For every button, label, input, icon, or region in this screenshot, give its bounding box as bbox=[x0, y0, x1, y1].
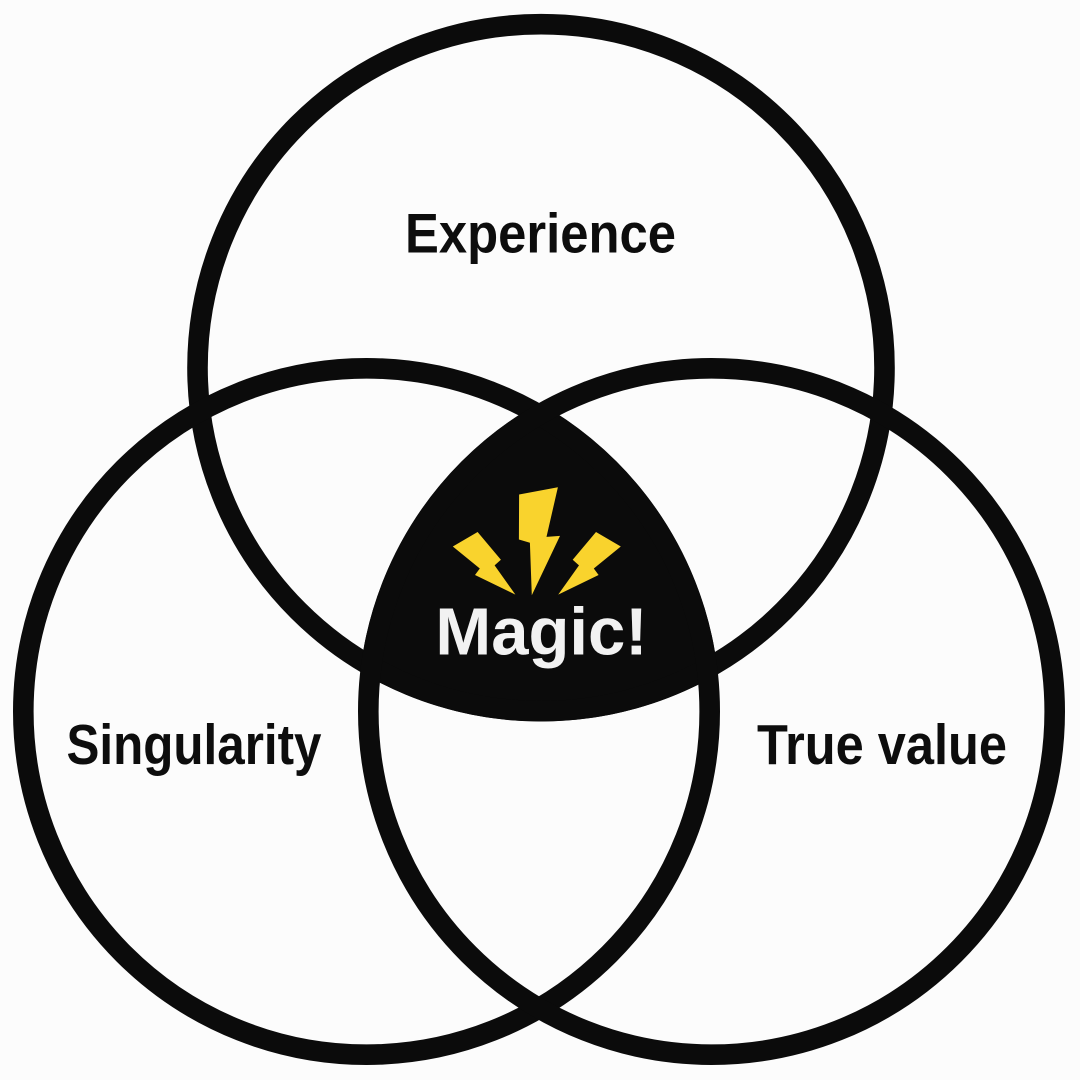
svg-text:Singularity: Singularity bbox=[67, 713, 322, 777]
svg-text:Magic!: Magic! bbox=[435, 595, 647, 670]
svg-text:True value: True value bbox=[757, 713, 1007, 777]
svg-text:Experience: Experience bbox=[405, 202, 676, 265]
